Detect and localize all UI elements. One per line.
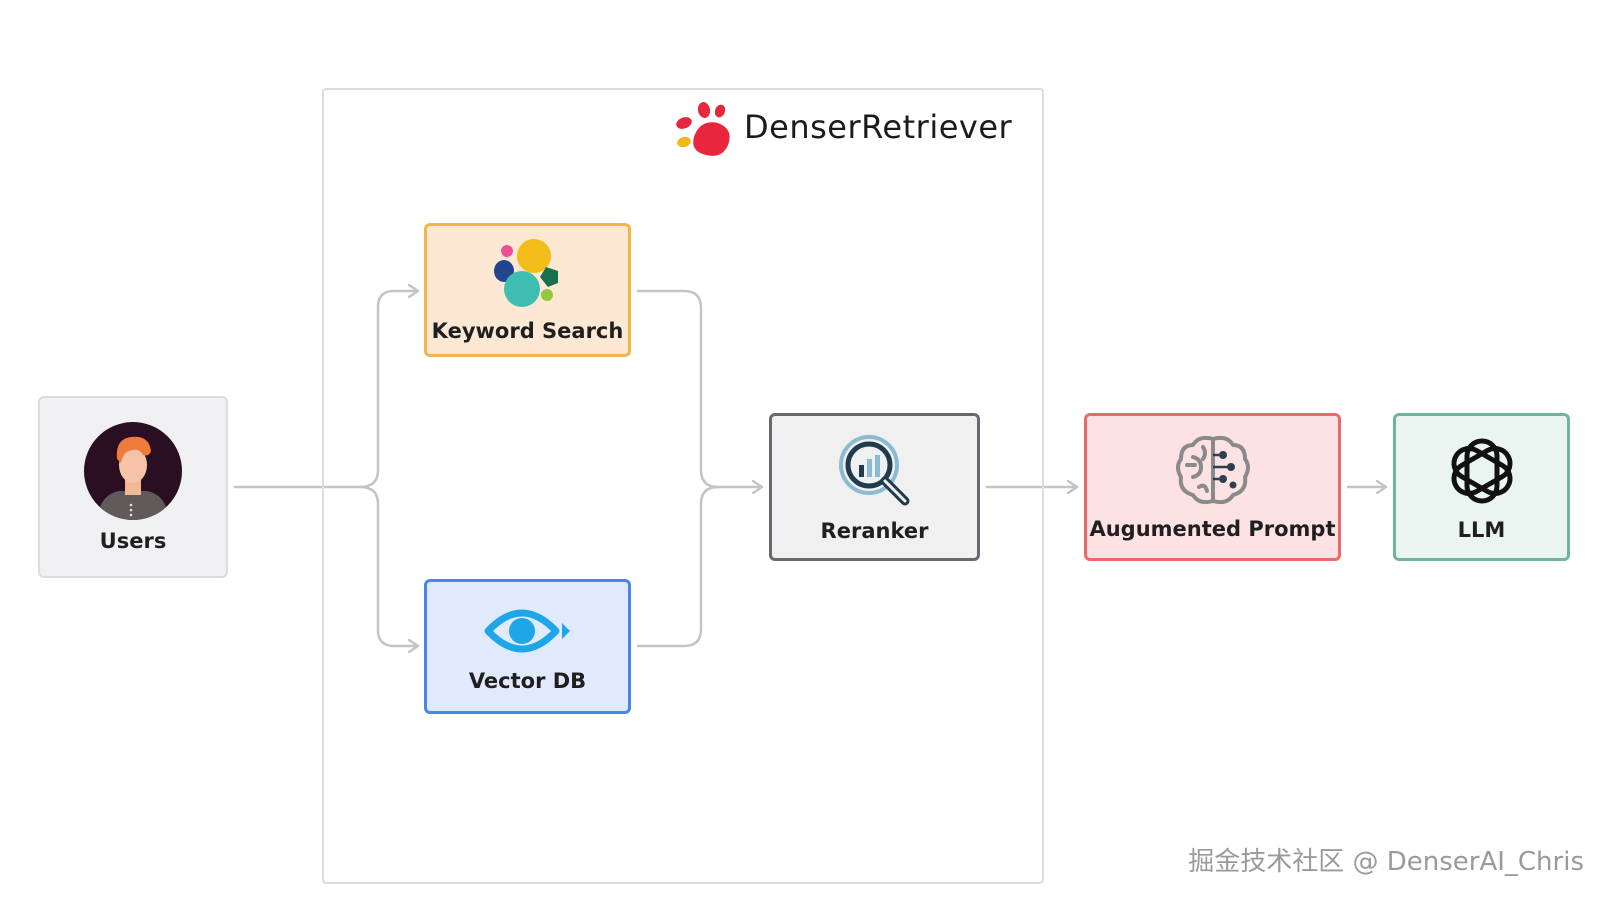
vector-db-label: Vector DB [468,668,587,693]
elastic-logo-icon [493,239,558,307]
llm-label: LLM [1457,518,1506,542]
magnifier-chart-icon [838,435,909,506]
brain-circuit-icon [1175,435,1250,505]
llm-node[interactable]: LLM [1393,413,1570,561]
openai-logo-icon [1451,438,1512,504]
augmented-prompt-node[interactable]: Augumented Prompt [1084,413,1341,561]
edge-keyword-reranker [637,289,719,489]
users-node[interactable]: Users [38,396,228,578]
keyword-search-label: Keyword Search [431,319,624,343]
watermark: 掘金技术社区 @ DenserAI_Chris [1188,847,1584,877]
eye-icon [484,609,570,652]
brand-name: DenserRetriever [744,108,1013,146]
edge-users-keyword [359,291,418,489]
brand: DenserRetriever [672,95,1012,159]
edge-users-vector [359,485,418,646]
reranker-node[interactable]: Reranker [769,413,980,561]
keyword-search-node[interactable]: Keyword Search [424,223,631,357]
denser-retriever-container [322,88,1044,884]
user-avatar-icon [84,422,182,520]
vector-db-node[interactable]: Vector DB [424,579,631,714]
edge-vector-reranker [637,485,719,648]
paw-logo-icon [676,102,730,156]
users-label: Users [99,529,167,553]
reranker-label: Reranker [820,519,929,543]
augmented-prompt-label: Augumented Prompt [1089,517,1336,541]
